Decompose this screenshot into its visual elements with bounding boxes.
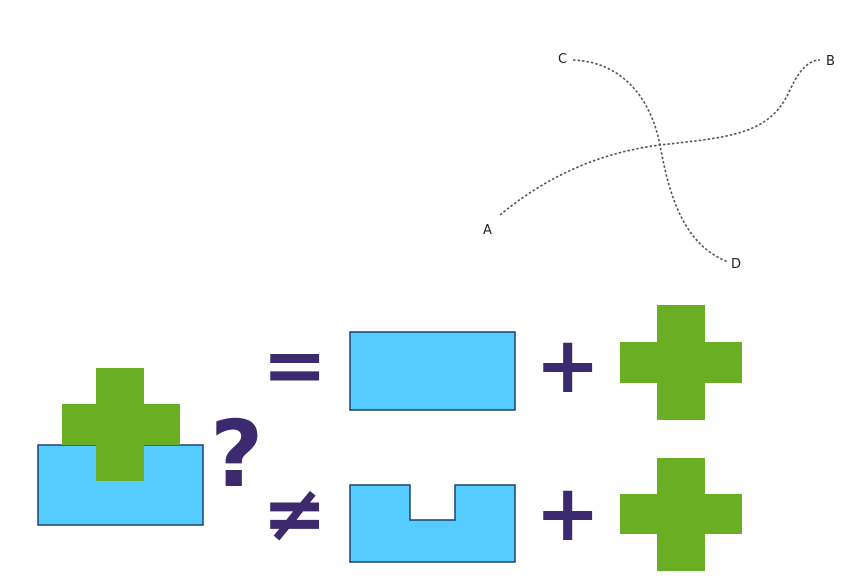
question-mark: ? bbox=[210, 401, 263, 508]
blue-notched-rect bbox=[349, 484, 516, 563]
label-c: C bbox=[558, 52, 567, 67]
equals-row: = + bbox=[262, 305, 742, 420]
not-equals-sign: ≠ bbox=[262, 469, 327, 559]
label-a: A bbox=[483, 223, 492, 238]
not-equals-row: ≠ + bbox=[262, 458, 742, 571]
green-cross-top bbox=[620, 305, 742, 420]
plus-sign-bottom: + bbox=[535, 469, 600, 559]
equals-sign: = bbox=[262, 321, 327, 411]
combined-shape bbox=[37, 368, 204, 526]
label-d: D bbox=[731, 257, 741, 272]
curve-diagram: A B C D bbox=[483, 52, 835, 272]
curve-c-to-d bbox=[572, 59, 729, 263]
blue-full-rect bbox=[349, 331, 516, 411]
plus-sign-top: + bbox=[535, 321, 600, 411]
green-cross-shape bbox=[62, 368, 180, 481]
label-b: B bbox=[826, 54, 835, 69]
green-cross-bottom bbox=[620, 458, 742, 571]
curve-a-to-b bbox=[499, 59, 821, 216]
